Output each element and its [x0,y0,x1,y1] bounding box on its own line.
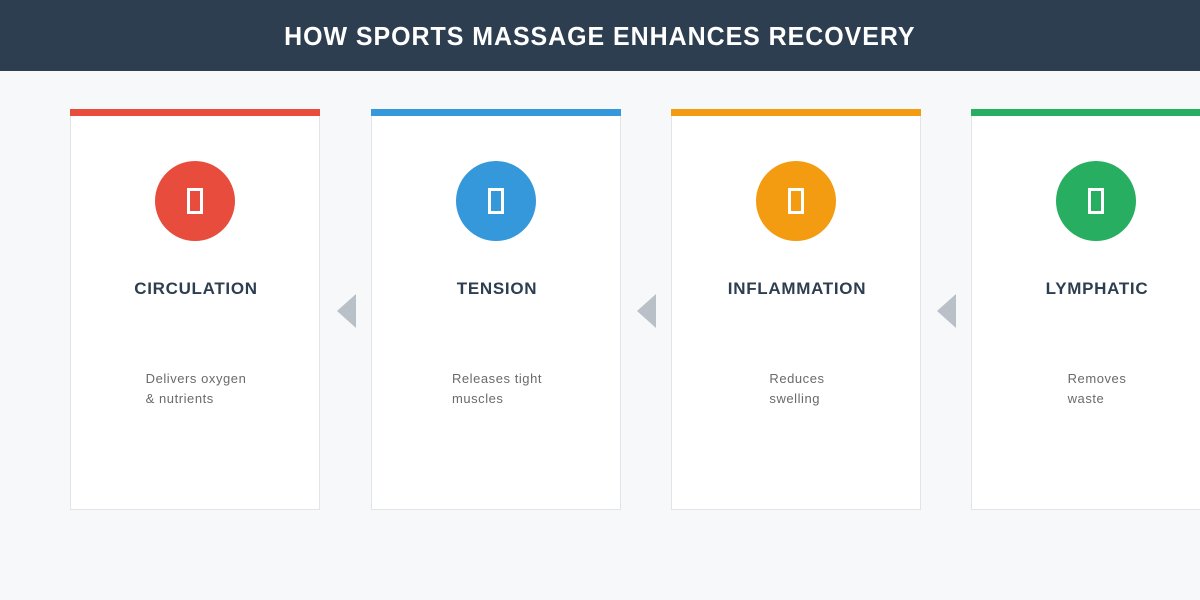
card-lymphatic[interactable]: LYMPHATIC Removes waste [971,109,1200,510]
card-accent-bar [671,109,921,116]
card-description-wrap: Removes waste [972,369,1200,409]
tofu-glyph-shape [788,188,804,214]
page-header: HOW SPORTS MASSAGE ENHANCES RECOVERY [0,0,1200,71]
card-accent-bar [971,109,1200,116]
tofu-glyph-icon [456,161,536,241]
card-title: CIRCULATION [134,279,258,298]
card-accent-bar [371,109,621,116]
card-inflammation[interactable]: INFLAMMATION Reduces swelling [671,109,922,510]
card-accent-bar [70,109,320,116]
card-description-wrap: Reduces swelling [672,369,922,409]
tofu-glyph-icon [1056,161,1136,241]
tofu-glyph-shape [187,188,203,214]
triangle-left-icon [937,294,956,328]
page-title: HOW SPORTS MASSAGE ENHANCES RECOVERY [284,20,916,51]
tofu-glyph-icon [155,161,235,241]
card-circulation[interactable]: CIRCULATION Delivers oxygen & nutrients [70,109,321,510]
cards-stage: CIRCULATION Delivers oxygen & nutrients … [0,71,1200,600]
tofu-glyph-icon [756,161,836,241]
triangle-left-icon [637,294,656,328]
card-description: Delivers oxygen & nutrients [145,371,247,406]
card-tension[interactable]: TENSION Releases tight muscles [371,109,622,510]
tofu-glyph-shape [1088,188,1104,214]
triangle-left-icon [337,294,356,328]
card-description-wrap: Delivers oxygen & nutrients [71,369,321,409]
tofu-glyph-shape [488,188,504,214]
card-description: Removes waste [1067,371,1127,406]
card-title: LYMPHATIC [1045,279,1149,298]
card-title: TENSION [456,279,538,298]
card-description-wrap: Releases tight muscles [372,369,622,409]
card-description: Reduces swelling [769,371,825,406]
card-description: Releases tight muscles [451,371,543,406]
card-title: INFLAMMATION [727,279,867,298]
